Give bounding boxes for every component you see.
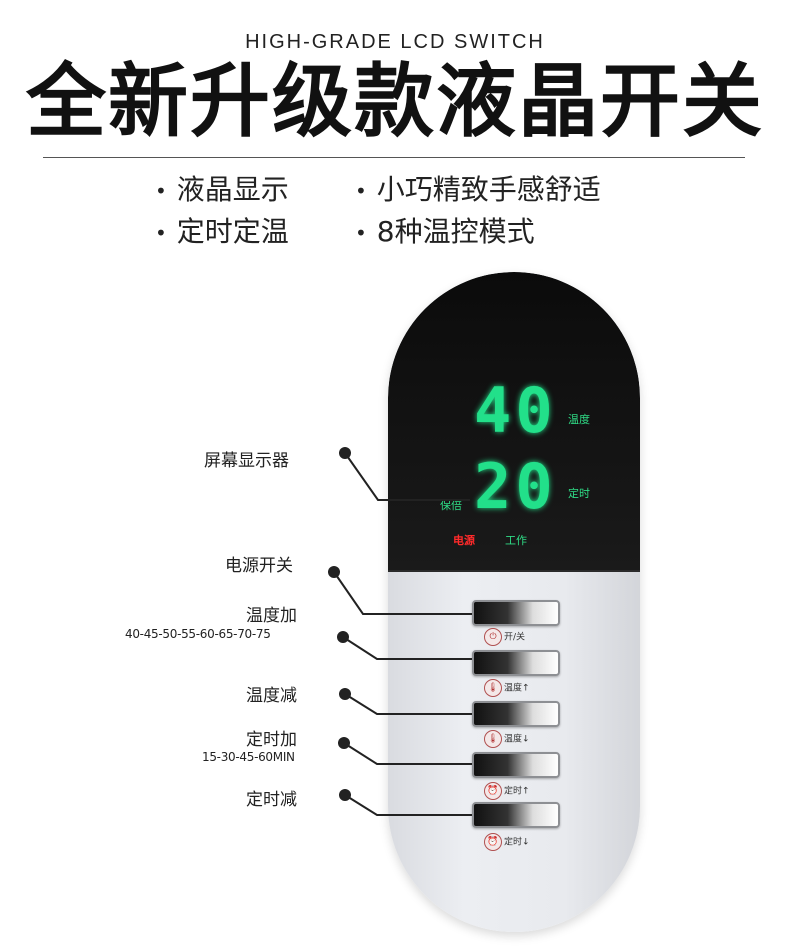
callout-dot [337,631,349,643]
feature-item: •小巧精致手感舒适 [355,173,601,206]
temperature-up-button[interactable] [472,650,560,676]
timer-up-button[interactable] [472,752,560,778]
leader-screen [344,452,470,501]
leader-power [333,571,472,615]
lcd-switch-device: 40 温度 20 定时 保倍 电源 工作 ⏻开/关 🌡温度↑ 🌡温度↓ ⏰定时↑… [388,272,640,932]
feature-item: •液晶显示 [155,173,289,206]
timer-down-button[interactable] [472,802,560,828]
feature-item: •定时定温 [155,215,289,248]
english-subtitle: HIGH-GRADE LCD SWITCH [245,31,545,53]
bullet-icon: • [155,179,167,203]
bullet-icon: • [355,179,367,203]
temperature-label: 温度 [568,413,590,426]
callout-dot [339,789,351,801]
temperature-down-button[interactable] [472,701,560,727]
hold-label: 保倍 [440,499,462,512]
callout-dot [339,447,351,459]
bullet-icon: • [155,221,167,245]
divider [43,157,745,158]
callout-dot [338,737,350,749]
timer-down-label: ⏰定时↓ [484,833,530,851]
alarm-clock-icon: ⏰ [484,782,502,800]
screen-bezel-edge [388,570,640,572]
temperature-up-label: 🌡温度↑ [484,679,530,697]
thermometer-icon: 🌡 [484,730,502,748]
callout-temp-down: 温度减 [246,686,297,706]
alarm-clock-icon: ⏰ [484,833,502,851]
callout-temp-up: 温度加 [246,606,297,626]
power-icon: ⏻ [484,628,502,646]
callout-time-down: 定时减 [246,790,297,810]
power-indicator-label: 电源 [453,534,475,547]
page-title: 全新升级款液晶开关 [26,55,764,148]
timer-readout: 20 [474,450,557,523]
bullet-icon: • [355,221,367,245]
power-button[interactable] [472,600,560,626]
leader-temp-up [342,636,472,660]
temperature-down-label: 🌡温度↓ [484,730,530,748]
callout-power: 电源开关 [225,556,293,576]
lcd-screen: 40 温度 20 定时 保倍 电源 工作 [388,272,640,572]
timer-label: 定时 [568,487,590,500]
timer-up-label: ⏰定时↑ [484,782,530,800]
power-button-label: ⏻开/关 [484,628,525,646]
callout-screen: 屏幕显示器 [204,451,289,471]
leader-time-up [343,742,472,765]
feature-item: •8种温控模式 [355,215,535,248]
thermometer-icon: 🌡 [484,679,502,697]
leader-time-down [344,794,472,816]
callout-time-up-range: 15-30-45-60MIN [202,750,295,764]
callout-time-up: 定时加 [246,730,297,750]
temperature-readout: 40 [474,374,557,447]
leader-temp-down [344,693,472,715]
callout-dot [339,688,351,700]
callout-dot [328,566,340,578]
work-indicator-label: 工作 [505,534,527,547]
callout-temp-up-range: 40-45-50-55-60-65-70-75 [125,627,271,641]
